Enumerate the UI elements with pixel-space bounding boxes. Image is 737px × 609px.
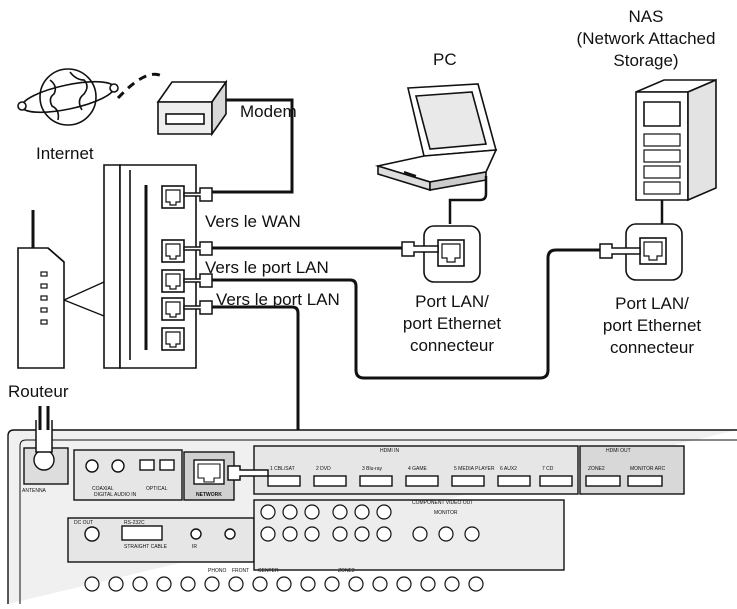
router-port-panel: [103, 164, 197, 369]
hdmi-output-labels: ZONE2 MONITOR ARC: [588, 466, 666, 472]
hdmi-input-labels: 1 CBL/SAT 2 DVD 3 Blu-ray 4 GAME 5 MEDIA PLA…: [270, 466, 554, 472]
straight-cable-label: STRAIGHT CABLE: [124, 544, 168, 550]
hdmi-output-label: MONITOR ARC: [630, 466, 666, 472]
hdmi-input-label: 2 DVD: [316, 466, 331, 472]
receiver-rca-jacks: [84, 504, 484, 592]
nas-label-line1: NAS: [628, 7, 664, 26]
nas-port-label-line1: Port LAN/: [615, 294, 689, 313]
pc-port-label-line1: Port LAN/: [415, 292, 489, 311]
component-out-label: COMPONENT VIDEO OUT: [412, 500, 473, 506]
center-label: CENTER: [258, 568, 279, 574]
hdmi-input-label: 5 MEDIA PLAYER: [454, 466, 495, 472]
receiver-rear-panel: [7, 429, 737, 604]
optical-label: OPTICAL: [146, 486, 168, 492]
pc-port-label-line2: port Ethernet: [402, 314, 502, 333]
hdmi-output-label: ZONE2: [588, 466, 605, 472]
network-jack-label: NETWORK: [196, 492, 222, 498]
globe-icon: [17, 68, 119, 126]
pc-port-plug: [401, 241, 439, 257]
nas-label-line2: (Network Attached: [576, 29, 716, 48]
modem-label: Modem: [240, 102, 297, 121]
digital-audio-label: DIGITAL AUDIO IN: [94, 492, 137, 498]
router-zoom-callout: [63, 281, 105, 317]
pc-label: PC: [433, 50, 457, 69]
hdmi-input-label: 1 CBL/SAT: [270, 466, 295, 472]
vers-wan-label: Vers le WAN: [205, 212, 301, 231]
vers-lan-label-2: Vers le port LAN: [216, 290, 340, 309]
internet-label: Internet: [36, 144, 94, 163]
modem-wan-cable: [212, 98, 294, 194]
ir-label: IR: [192, 544, 197, 550]
nas-label-line3: Storage): [613, 51, 679, 70]
phono-label: PHONO: [208, 568, 226, 574]
coaxial-label: COAXIAL: [92, 486, 114, 492]
antenna-label: ANTENNA: [22, 488, 47, 494]
nas-port-plug: [599, 243, 641, 259]
receiver-antenna: [35, 406, 53, 453]
receiver-labels: NETWORK HDMI IN HDMI OUT COMPONENT VIDEO…: [22, 448, 631, 574]
nas-port-label-line3: connecteur: [609, 338, 695, 357]
router-icon: [17, 210, 65, 369]
zone2-label: ZONE2: [338, 568, 355, 574]
internet-modem-link: [116, 72, 163, 100]
routeur-label: Routeur: [8, 382, 69, 401]
pc-lan-port: [423, 225, 481, 283]
front-label: FRONT: [232, 568, 249, 574]
nas-icon: [635, 78, 717, 202]
dc-out-label: DC OUT: [74, 520, 93, 526]
hdmi-out-label: HDMI OUT: [606, 448, 631, 454]
modem-icon: [156, 79, 228, 137]
receiver-network-plug: [227, 465, 269, 481]
router-nas-cable: [212, 248, 600, 380]
pc-port-label-line3: connecteur: [409, 336, 495, 355]
vers-lan-label-1: Vers le port LAN: [205, 258, 329, 277]
hdmi-input-label: 4 GAME: [408, 466, 428, 472]
hdmi-in-label: HDMI IN: [380, 448, 400, 454]
pc-port-link: [448, 176, 488, 224]
hdmi-input-label: 6 AUX2: [500, 466, 517, 472]
monitor-label: MONITOR: [434, 510, 458, 516]
nas-port-label-line2: port Ethernet: [602, 316, 702, 335]
hdmi-input-label: 7 CD: [542, 466, 554, 472]
rs232c-label: RS-232C: [124, 520, 145, 526]
router-plugs: [183, 187, 213, 315]
hdmi-input-label: 3 Blu-ray: [362, 466, 383, 472]
laptop-icon: [374, 83, 498, 192]
nas-lan-port: [625, 223, 683, 281]
